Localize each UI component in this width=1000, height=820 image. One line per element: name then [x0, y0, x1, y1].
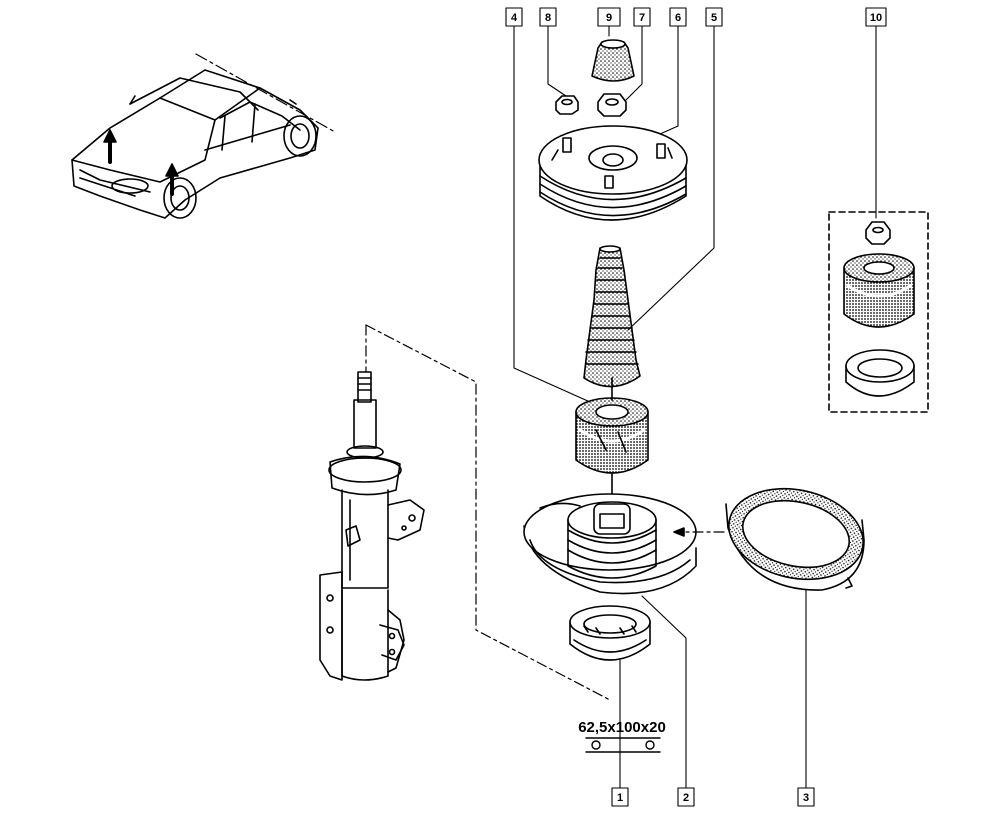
callout-box-10: [865, 7, 887, 27]
part-7-nut: [597, 93, 627, 117]
callout-box-2: [677, 787, 695, 807]
callout-box-1: [611, 787, 629, 807]
callout-box-6: [669, 7, 687, 27]
part-6-strut-top-mount: [538, 125, 688, 221]
callout-3: 3: [803, 792, 809, 804]
callout-9: 9: [606, 12, 612, 24]
callout-2: 2: [683, 792, 689, 804]
callout-5: 5: [711, 12, 717, 24]
callout-box-4: [505, 7, 523, 27]
callout-4: 4: [511, 12, 518, 24]
car-icon: [71, 53, 336, 219]
callout-8: 8: [545, 12, 551, 24]
arrow-left-icon: [673, 527, 725, 537]
part-10-kit: [828, 211, 929, 413]
bearing-symbol-icon: [585, 737, 661, 753]
part-8-nut: [555, 95, 579, 115]
callout-6: 6: [675, 12, 681, 24]
shock-absorber-strut: [319, 371, 425, 681]
bearing-size-label: 62,5x100x20: [578, 719, 666, 736]
callout-box-7: [633, 7, 651, 27]
part-4-rubber-spring-seat: [575, 397, 649, 474]
part-2-spring-cup: [523, 493, 697, 595]
callout-box-5: [705, 7, 723, 27]
part-5-dust-boot: [583, 245, 641, 388]
part-3-ring: [725, 487, 865, 591]
callout-box-3: [797, 787, 815, 807]
part-1-bearing: [569, 605, 651, 661]
part-9-bump-cap: [591, 39, 635, 82]
arrow-up-icon: [165, 163, 179, 196]
callout-7: 7: [639, 12, 645, 24]
callout-1: 1: [617, 792, 623, 804]
arrow-up-icon: [103, 129, 117, 164]
callout-box-8: [539, 7, 557, 27]
callout-box-9: [597, 7, 621, 27]
callout-10: 10: [870, 12, 882, 24]
